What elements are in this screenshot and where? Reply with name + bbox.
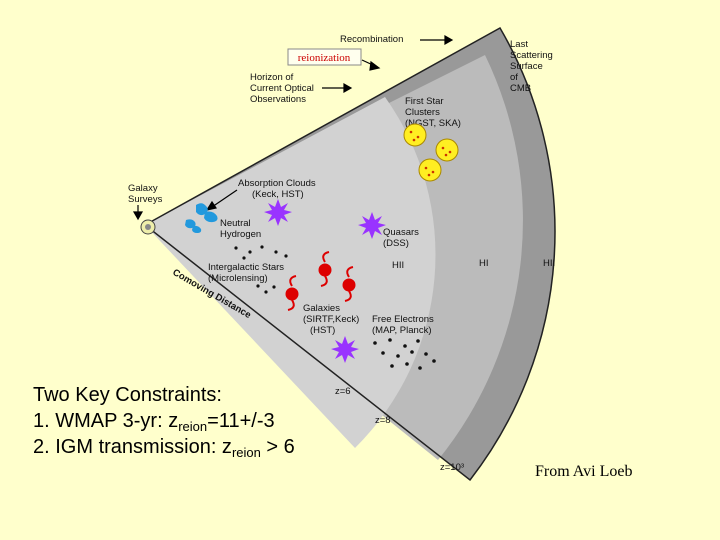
galaxy-surveys-arrow <box>132 211 144 221</box>
horizon-label-3: Observations <box>250 94 306 105</box>
galaxies-label-3: (HST) <box>310 325 335 336</box>
star-burst-icon <box>264 199 292 226</box>
free-electrons-label-2: (MAP, Planck) <box>372 325 431 336</box>
credit-text: From Avi Loeb <box>535 463 633 480</box>
free-electrons-label-1: Free Electrons <box>372 314 434 325</box>
free-electrons-dots <box>373 338 436 370</box>
galaxy-icon <box>342 266 356 302</box>
constraint-item-1: 1. WMAP 3-yr: zreion=11+/-3 <box>33 410 275 434</box>
last-scattering-label-5: CMB <box>510 83 531 94</box>
wedge-outline <box>143 26 556 482</box>
horizon-label-2: Current Optical <box>250 83 314 94</box>
inner-region <box>145 97 436 448</box>
galaxies-label-2: (SIRTF,Keck) <box>303 314 359 325</box>
key-constraints: Two Key Constraints: 1. WMAP 3-yr: zreio… <box>33 382 295 460</box>
reionization-arrow <box>369 60 381 71</box>
galaxy-surveys-label-2: Surveys <box>128 194 163 205</box>
absorption-label-2: (Keck, HST) <box>252 189 304 200</box>
quasars-label-2: (DSS) <box>383 238 409 249</box>
hii-label-1: HII <box>392 260 404 271</box>
galaxies-label-1: Galaxies <box>303 303 340 314</box>
absorption-arrow <box>205 200 217 211</box>
absorption-label-1: Absorption Clouds <box>238 178 316 189</box>
observer-icon <box>140 219 156 235</box>
star-cluster-icon <box>403 123 459 182</box>
neutral-hydrogen-label-2: Hydrogen <box>220 229 261 240</box>
first-star-label-1: First Star <box>405 96 444 107</box>
hi-label: HI <box>479 258 489 269</box>
recombination-arrow <box>444 34 454 46</box>
hii-label-2: HII <box>543 258 555 269</box>
z6-label: z=6 <box>335 386 351 397</box>
recombination-label: Recombination <box>340 34 403 45</box>
first-star-label-3: (NGST, SKA) <box>405 118 461 129</box>
neutral-hydrogen-label-1: Neutral <box>220 218 251 229</box>
quasar-icon <box>358 212 386 239</box>
galaxy-icon <box>285 275 299 311</box>
galaxy-icon <box>318 251 332 287</box>
last-scattering-label-2: Scattering <box>510 50 553 61</box>
constraints-title: Two Key Constraints: <box>33 384 222 406</box>
z8-label: z=8 <box>375 415 391 426</box>
neutral-hydrogen-icon <box>185 203 218 233</box>
last-scattering-label-1: Last <box>510 39 528 50</box>
quasars-label-1: Quasars <box>383 227 419 238</box>
intergalactic-stars-label-1: Intergalactic Stars <box>208 262 284 273</box>
galaxy-surveys-label-1: Galaxy <box>128 183 158 194</box>
horizon-label-1: Horizon of <box>250 72 294 83</box>
z1000-label: z=10³ <box>440 462 464 473</box>
last-scattering-label-3: Surface <box>510 61 543 72</box>
first-star-label-2: Clusters <box>405 107 440 118</box>
reionization-label: reionization <box>298 52 351 64</box>
intergalactic-stars-dots <box>234 245 288 294</box>
star-burst-icon <box>331 336 359 363</box>
intergalactic-stars-label-2: (Microlensing) <box>208 273 268 284</box>
horizon-arrow <box>343 82 353 94</box>
constraint-item-2: 2. IGM transmission: zreion > 6 <box>33 436 295 460</box>
last-scattering-label-4: of <box>510 72 518 83</box>
